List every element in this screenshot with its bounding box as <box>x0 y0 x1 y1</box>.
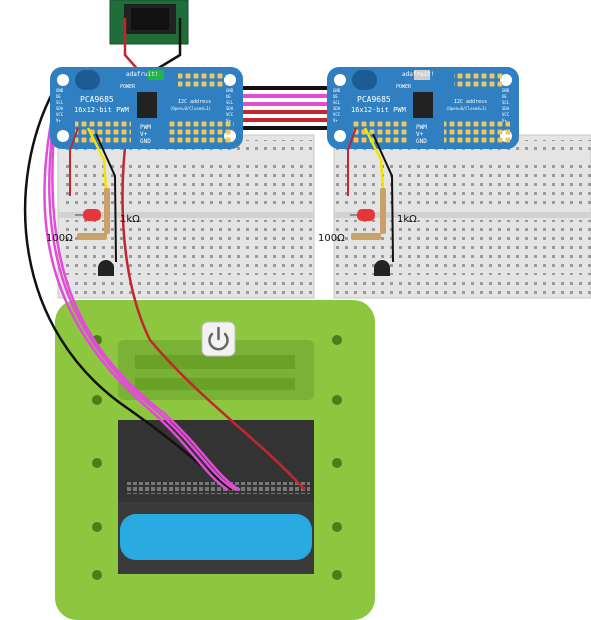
pin-label: SDA <box>333 106 341 111</box>
led-circuit-left: 1kΩ 100Ω <box>46 127 140 276</box>
power-label: POWER <box>120 84 136 90</box>
chip-label: PCA9685 <box>357 95 391 104</box>
pwm-board-right: adafruit! PCA9685 16x12-bit PWM I2C addr… <box>327 67 519 149</box>
resistor-1k <box>380 188 386 234</box>
pin-label: VCC <box>333 112 341 117</box>
dc-jack <box>109 0 189 45</box>
addr-label: I2C address <box>454 99 487 105</box>
pin-label: GND <box>56 88 64 93</box>
pin-label: VCC <box>56 112 64 117</box>
pin-label: OE <box>226 94 231 99</box>
brand-label: adafruit! <box>402 71 435 78</box>
pin-label: V+ <box>502 118 507 123</box>
pin-label: OE <box>56 94 61 99</box>
pwm-board-left: adafruit! PCA9685 16x12-bit PWM I2C addr… <box>50 67 243 149</box>
chip-label: PCA9685 <box>80 95 114 104</box>
jack-black-wire <box>151 18 182 74</box>
addr-sub-label: (Open=0/Closed=1) <box>446 106 487 111</box>
brand-label: adafruit! <box>126 71 159 78</box>
led-red <box>75 209 101 221</box>
pin-label: VCC <box>502 112 510 117</box>
pin-label: VCC <box>226 112 234 117</box>
gnd-row-label: GND <box>416 138 427 145</box>
vplus-row-label: V+ <box>416 131 424 138</box>
pwm-row-label: PWM <box>416 124 427 131</box>
resistor-100 <box>351 233 381 240</box>
power-button[interactable] <box>201 321 236 357</box>
pin-label: SCL <box>226 100 234 105</box>
desc-label: 16x12-bit PWM <box>74 106 129 114</box>
pwm-row-label: PWM <box>140 124 151 131</box>
resistor-100-label: 100Ω <box>318 233 345 244</box>
pin-label: V+ <box>56 118 61 123</box>
pin-label: SDA <box>56 106 64 111</box>
board-chain-wires <box>240 86 330 130</box>
wires-to-device <box>23 69 306 492</box>
pin-label: SCL <box>333 100 341 105</box>
led-red <box>350 209 375 221</box>
pin-label: OE <box>502 94 507 99</box>
pin-label: SCL <box>56 100 64 105</box>
gnd-row-label: GND <box>140 138 151 145</box>
addr-label: I2C address <box>178 99 211 105</box>
transistor <box>98 260 114 276</box>
transistor <box>374 260 390 276</box>
resistor-1k-label: 1kΩ <box>120 214 140 225</box>
battery <box>120 514 312 560</box>
resistor-1k-label: 1kΩ <box>397 214 417 225</box>
pin-label: GND <box>502 88 510 93</box>
breadboard-left <box>57 134 315 299</box>
jack-red-wire <box>123 18 141 73</box>
pin-label: V+ <box>333 118 338 123</box>
power-label: POWER <box>396 84 412 90</box>
resistor-100 <box>77 233 107 240</box>
power-icon <box>208 326 229 351</box>
desc-label: 16x12-bit PWM <box>351 106 406 114</box>
led-circuit-right: 1kΩ 100Ω <box>318 127 417 276</box>
pin-label: SDA <box>502 106 510 111</box>
pin-label: SDA <box>226 106 234 111</box>
resistor-1k <box>104 188 110 234</box>
pin-label: GND <box>333 88 341 93</box>
resistor-100-label: 100Ω <box>46 233 73 244</box>
pin-label: GND <box>226 88 234 93</box>
addr-sub-label: (Open=0/Closed=1) <box>170 106 211 111</box>
vplus-row-label: V+ <box>140 131 148 138</box>
pin-label: OE <box>333 94 338 99</box>
pin-label: SCL <box>502 100 510 105</box>
pin-label: V+ <box>226 118 231 123</box>
